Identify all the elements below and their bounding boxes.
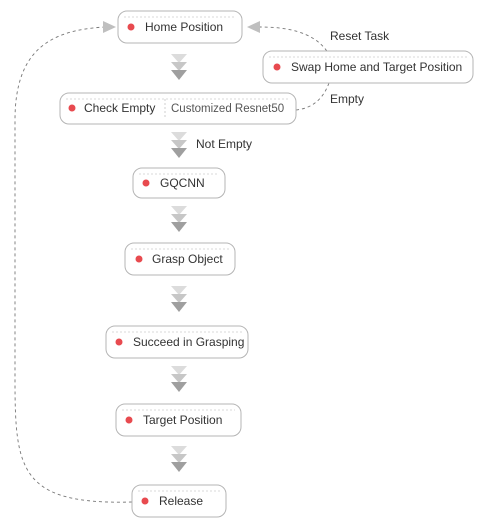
status-dot-icon bbox=[115, 338, 123, 346]
status-dot-icon bbox=[142, 179, 150, 187]
chevron-arrow-5 bbox=[171, 366, 187, 392]
not-empty-label: Not Empty bbox=[196, 137, 252, 151]
node-home-position[interactable]: Home Position bbox=[117, 10, 243, 44]
node-release[interactable]: Release bbox=[131, 484, 227, 518]
status-dot-icon bbox=[68, 104, 76, 112]
node-grasp-object[interactable]: Grasp Object bbox=[124, 242, 236, 276]
chevron-arrow-6 bbox=[171, 446, 187, 472]
home-left-arrowhead bbox=[103, 21, 116, 33]
reset-task-label: Reset Task bbox=[330, 29, 390, 43]
status-dot-icon bbox=[125, 416, 133, 424]
node-gqcnn-label: GQCNN bbox=[160, 176, 205, 190]
home-right-arrowhead bbox=[247, 21, 260, 33]
node-succeed-grasping[interactable]: Succeed in Grasping bbox=[105, 325, 249, 359]
node-target-position[interactable]: Target Position bbox=[115, 403, 242, 437]
chevron-arrow-3 bbox=[171, 206, 187, 232]
node-check-model-label: Customized Resnet50 bbox=[171, 103, 284, 115]
chevron-arrow-4 bbox=[171, 286, 187, 312]
node-check-empty-label: Check Empty bbox=[84, 101, 155, 115]
status-dot-icon bbox=[141, 497, 149, 505]
chevron-arrow-2 bbox=[171, 132, 187, 158]
node-gqcnn[interactable]: GQCNN bbox=[132, 167, 226, 199]
status-dot-icon bbox=[273, 63, 281, 71]
status-dot-icon bbox=[127, 23, 135, 31]
status-dot-icon bbox=[135, 255, 143, 263]
release-to-home-edge bbox=[14, 26, 133, 503]
node-release-label: Release bbox=[159, 494, 203, 508]
node-succeed-label: Succeed in Grasping bbox=[133, 335, 244, 349]
node-swap-label: Swap Home and Target Position bbox=[291, 60, 462, 74]
chevron-arrow-1 bbox=[171, 54, 187, 80]
empty-edge bbox=[295, 79, 331, 111]
node-grasp-label: Grasp Object bbox=[152, 252, 223, 266]
node-check-empty[interactable]: Check Empty Customized Resnet50 bbox=[59, 92, 297, 125]
empty-label: Empty bbox=[330, 92, 364, 106]
node-home-label: Home Position bbox=[145, 20, 223, 34]
node-swap-home-target[interactable]: Swap Home and Target Position bbox=[262, 50, 474, 84]
node-target-label: Target Position bbox=[143, 413, 222, 427]
